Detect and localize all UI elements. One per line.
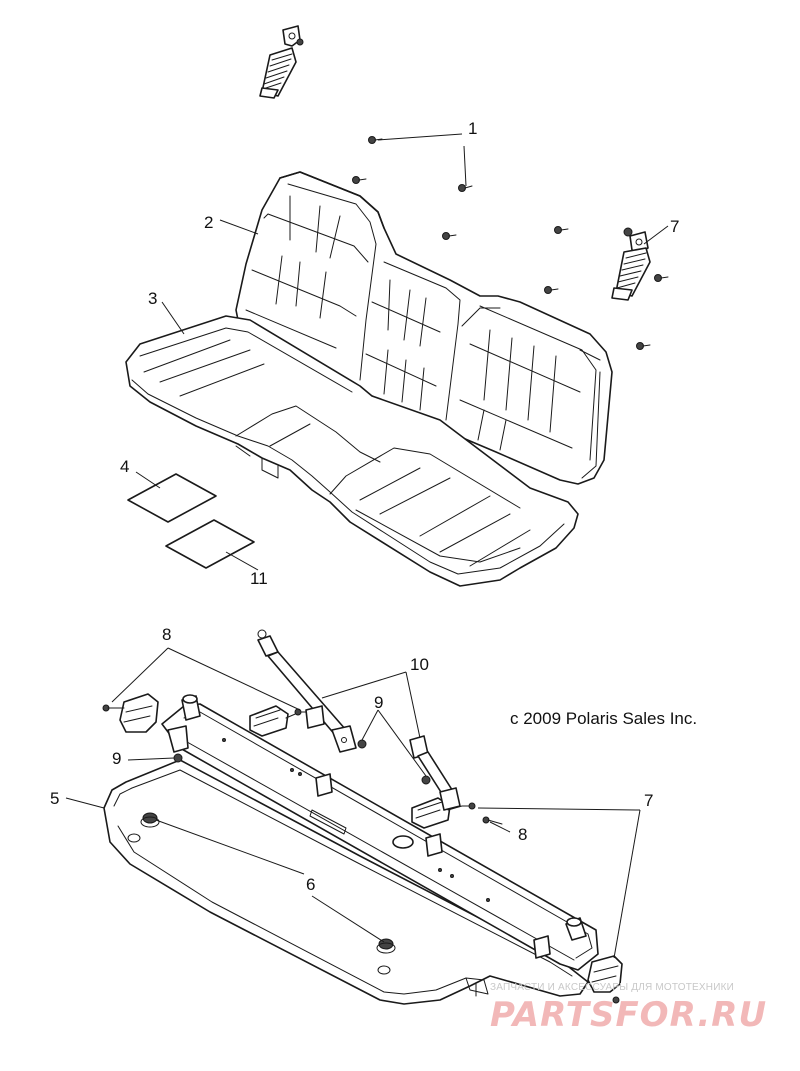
- watermark: ЗАПЧАСТИ И АКСЕССУАРЫ ДЛЯ МОТОТЕХНИКИ PA…: [490, 982, 767, 1035]
- leader-lines: [65, 133, 669, 959]
- callout-labels: 1 2 3 4 5 6 7 7 8 8 9 9 10 11: [50, 119, 679, 894]
- decal-4: [127, 473, 217, 523]
- belt-strap-short: [409, 735, 461, 811]
- watermark-tagline: ЗАПЧАСТИ И АКСЕССУАРЫ ДЛЯ МОТОТЕХНИКИ: [490, 982, 734, 993]
- belt-buckle-left: [249, 705, 315, 737]
- callout-4: 4: [120, 457, 129, 476]
- callout-5: 5: [50, 789, 59, 808]
- callout-7-upper: 7: [670, 217, 679, 236]
- hinge-spring-right: [611, 227, 651, 301]
- callout-3: 3: [148, 289, 157, 308]
- seat-rail: [161, 694, 599, 971]
- callout-11: 11: [250, 569, 268, 588]
- belt-buckle-right: [411, 797, 503, 829]
- callout-2: 2: [204, 213, 213, 232]
- watermark-brand: PARTSFOR.RU: [490, 995, 767, 1035]
- callout-6: 6: [306, 875, 315, 894]
- callout-7-lower: 7: [644, 791, 653, 810]
- callout-8-lower: 8: [518, 825, 527, 844]
- seat-frame: [103, 759, 589, 1005]
- callout-9-left: 9: [112, 749, 121, 768]
- callout-9-center: 9: [374, 693, 383, 712]
- retractor-right: [587, 955, 623, 1004]
- callout-1: 1: [468, 119, 477, 138]
- callout-10: 10: [410, 655, 429, 674]
- callout-8-upper: 8: [162, 625, 171, 644]
- belt-strap-long: [257, 629, 357, 753]
- seat-bottom: [125, 315, 579, 587]
- copyright-text: c 2009 Polaris Sales Inc.: [510, 709, 697, 728]
- screw-group-1: [352, 136, 669, 350]
- decal-11: [165, 519, 255, 569]
- hinge-spring-top: [259, 25, 304, 99]
- retractor-left: [102, 693, 159, 733]
- nuts-9: [173, 739, 431, 785]
